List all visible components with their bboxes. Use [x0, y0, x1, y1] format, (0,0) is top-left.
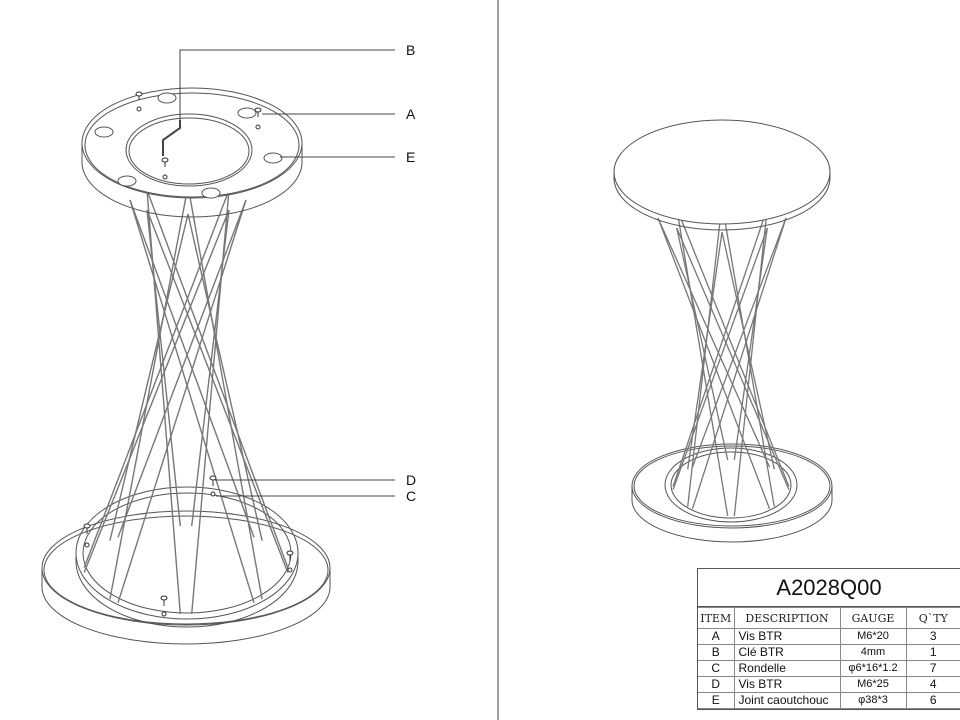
- wire-rod: [687, 203, 723, 507]
- wire-rod: [187, 185, 263, 600]
- rubber-pad: [237, 107, 257, 119]
- wire-rod: [721, 203, 775, 507]
- table-row: E Joint caoutchouc φ38*3 6: [698, 692, 960, 709]
- model-number: A2028Q00: [698, 569, 960, 607]
- callout-c: C: [406, 488, 416, 504]
- cell-quantity: 7: [905, 660, 960, 677]
- wire-rod: [83, 189, 230, 568]
- wire-rod: [691, 217, 787, 468]
- header-description: DESCRIPTION: [733, 607, 841, 629]
- header-gauge: GAUGE: [839, 607, 907, 629]
- table-row: B Clé BTR 4mm 1: [698, 644, 960, 661]
- rubber-pad: [201, 187, 221, 199]
- screw-icon: [254, 107, 262, 130]
- base-ring: [41, 486, 331, 645]
- wire-frame: [83, 185, 289, 614]
- cell-item: C: [698, 660, 735, 677]
- cell-description: Clé BTR: [733, 644, 841, 661]
- wire-rod: [83, 209, 230, 573]
- wire-rod: [146, 189, 289, 568]
- wire-rod: [657, 217, 771, 510]
- wire-rod: [129, 199, 255, 604]
- wire-rod: [146, 190, 181, 614]
- parts-table-grid: ITEM DESCRIPTION GAUGE Q`TY A Vis BTR M6…: [698, 607, 960, 709]
- rubber-pad: [117, 175, 137, 187]
- wire-rod: [676, 207, 729, 517]
- wire-rod: [672, 227, 768, 490]
- wire-rod: [733, 208, 768, 517]
- cell-description: Joint caoutchouc: [733, 692, 841, 709]
- screw-icon: [160, 595, 168, 617]
- assembled-view: [613, 119, 833, 543]
- rubber-pad: [157, 92, 177, 104]
- leader-lines: [179, 49, 395, 497]
- wire-rod: [733, 227, 768, 461]
- table-top: [613, 119, 831, 225]
- assembled-wire-frame: [657, 203, 790, 517]
- assembled-base: [631, 443, 833, 543]
- callout-d: D: [406, 472, 416, 488]
- wire-rod: [672, 207, 768, 487]
- cell-quantity: 4: [905, 676, 960, 693]
- table-row: A Vis BTR M6*20 3: [698, 628, 960, 645]
- cell-gauge: φ38*3: [839, 692, 907, 709]
- table-row: C Rondelle φ6*16*1.2 7: [698, 660, 960, 677]
- callout-a: A: [406, 106, 416, 122]
- screw-icon: [135, 91, 143, 112]
- base-screws: [83, 475, 294, 617]
- hex-key-icon: [162, 120, 181, 156]
- cell-quantity: 1: [905, 644, 960, 661]
- header-quantity: Q`TY: [905, 607, 960, 629]
- header-item: ITEM: [698, 607, 735, 629]
- cell-item: A: [698, 628, 735, 645]
- table-row: D Vis BTR M6*25 4: [698, 676, 960, 693]
- cell-description: Rondelle: [733, 660, 841, 677]
- cell-gauge: M6*25: [839, 676, 907, 693]
- table-header-row: ITEM DESCRIPTION GAUGE Q`TY: [698, 607, 960, 629]
- wire-rod: [676, 227, 729, 461]
- wire-rod: [657, 217, 771, 468]
- wire-rod: [676, 207, 790, 487]
- cell-quantity: 3: [905, 628, 960, 645]
- parts-table: A2028Q00 ITEM DESCRIPTION GAUGE Q`TY A V…: [697, 568, 960, 710]
- cell-item: B: [698, 644, 735, 661]
- screw-icon: [161, 157, 169, 180]
- assembled-top: [613, 119, 831, 231]
- wire-rod: [676, 227, 790, 490]
- wire-rod: [129, 199, 255, 538]
- cell-description: Vis BTR: [733, 676, 841, 693]
- rubber-pads: [94, 92, 283, 199]
- wire-rod: [146, 209, 289, 573]
- rubber-pad: [94, 126, 114, 138]
- wire-rod: [109, 185, 189, 600]
- screw-icon: [286, 550, 294, 573]
- wire-rod: [117, 199, 247, 604]
- screw-icon: [83, 523, 91, 548]
- cell-gauge: φ6*16*1.2: [839, 660, 907, 677]
- screw-icon: [209, 475, 217, 497]
- cell-item: E: [698, 692, 735, 709]
- callout-b: B: [406, 42, 415, 58]
- top-screws: [135, 91, 262, 180]
- wire-rod: [187, 213, 263, 541]
- cell-gauge: 4mm: [839, 644, 907, 661]
- rubber-pad: [263, 152, 283, 164]
- cell-gauge: M6*20: [839, 628, 907, 645]
- top-ring: [81, 87, 303, 218]
- exploded-view: [41, 49, 395, 645]
- cell-description: Vis BTR: [733, 628, 841, 645]
- callout-e: E: [406, 149, 415, 165]
- wire-rod: [191, 190, 230, 614]
- cell-quantity: 6: [905, 692, 960, 709]
- wire-rod: [109, 213, 189, 541]
- cell-item: D: [698, 676, 735, 693]
